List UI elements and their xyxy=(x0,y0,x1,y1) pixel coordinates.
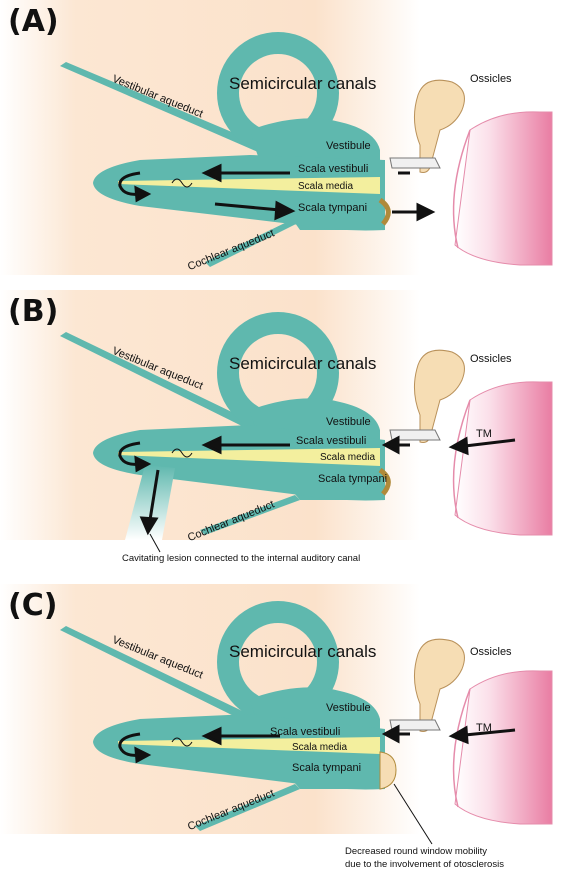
scala-tympani-label: Scala tympani xyxy=(298,202,367,214)
panel-letter: (A) xyxy=(8,4,59,39)
lesion-caption: Cavitating lesion connected to the inter… xyxy=(122,553,360,564)
otosclerosis-caption-line2: due to the involvement of otosclerosis xyxy=(345,859,504,870)
tm-label: TM xyxy=(476,722,492,734)
panel-a-illustration xyxy=(0,0,562,280)
vestibule-label: Vestibule xyxy=(326,702,371,714)
scala-vestibuli-label: Scala vestibuli xyxy=(296,435,366,447)
scala-tympani-label: Scala tympani xyxy=(318,473,387,485)
vestibule-label: Vestibule xyxy=(326,140,371,152)
scala-media-label: Scala media xyxy=(320,452,375,463)
scala-media-label: Scala media xyxy=(298,181,353,192)
scala-vestibuli-label: Scala vestibuli xyxy=(298,163,368,175)
semicircular-canals-label: Semicircular canals xyxy=(229,74,329,94)
ear-canal xyxy=(455,671,552,824)
ossicles-label: Ossicles xyxy=(470,73,512,85)
panel-letter: (C) xyxy=(8,588,57,623)
scala-vestibuli-label: Scala vestibuli xyxy=(270,726,340,738)
panel-b: (B) Ossicles Semicircular canals Vestibu… xyxy=(0,290,562,570)
otosclerosis-caption-line1: Decreased round window mobility xyxy=(345,846,487,857)
panel-a: (A) Ossicles Semicircular canals Vestibu… xyxy=(0,0,562,280)
scala-tympani-label: Scala tympani xyxy=(292,762,361,774)
scala-media-label: Scala media xyxy=(292,742,347,753)
semicircular-canals-label: Semicircular canals xyxy=(229,642,329,662)
ossicles-label: Ossicles xyxy=(470,353,512,365)
panel-c: (C) Ossicles Semicircular canals Vestibu… xyxy=(0,584,562,874)
stapes xyxy=(390,158,440,168)
ossicle-chain xyxy=(414,639,464,731)
vestibule-label: Vestibule xyxy=(326,416,371,428)
ossicles-label: Ossicles xyxy=(470,646,512,658)
ear-canal xyxy=(455,112,552,265)
panel-letter: (B) xyxy=(8,294,58,329)
semicircular-canals-label: Semicircular canals xyxy=(229,354,329,374)
ossicle-chain xyxy=(414,350,464,442)
ear-canal xyxy=(455,382,552,535)
tm-label: TM xyxy=(476,428,492,440)
